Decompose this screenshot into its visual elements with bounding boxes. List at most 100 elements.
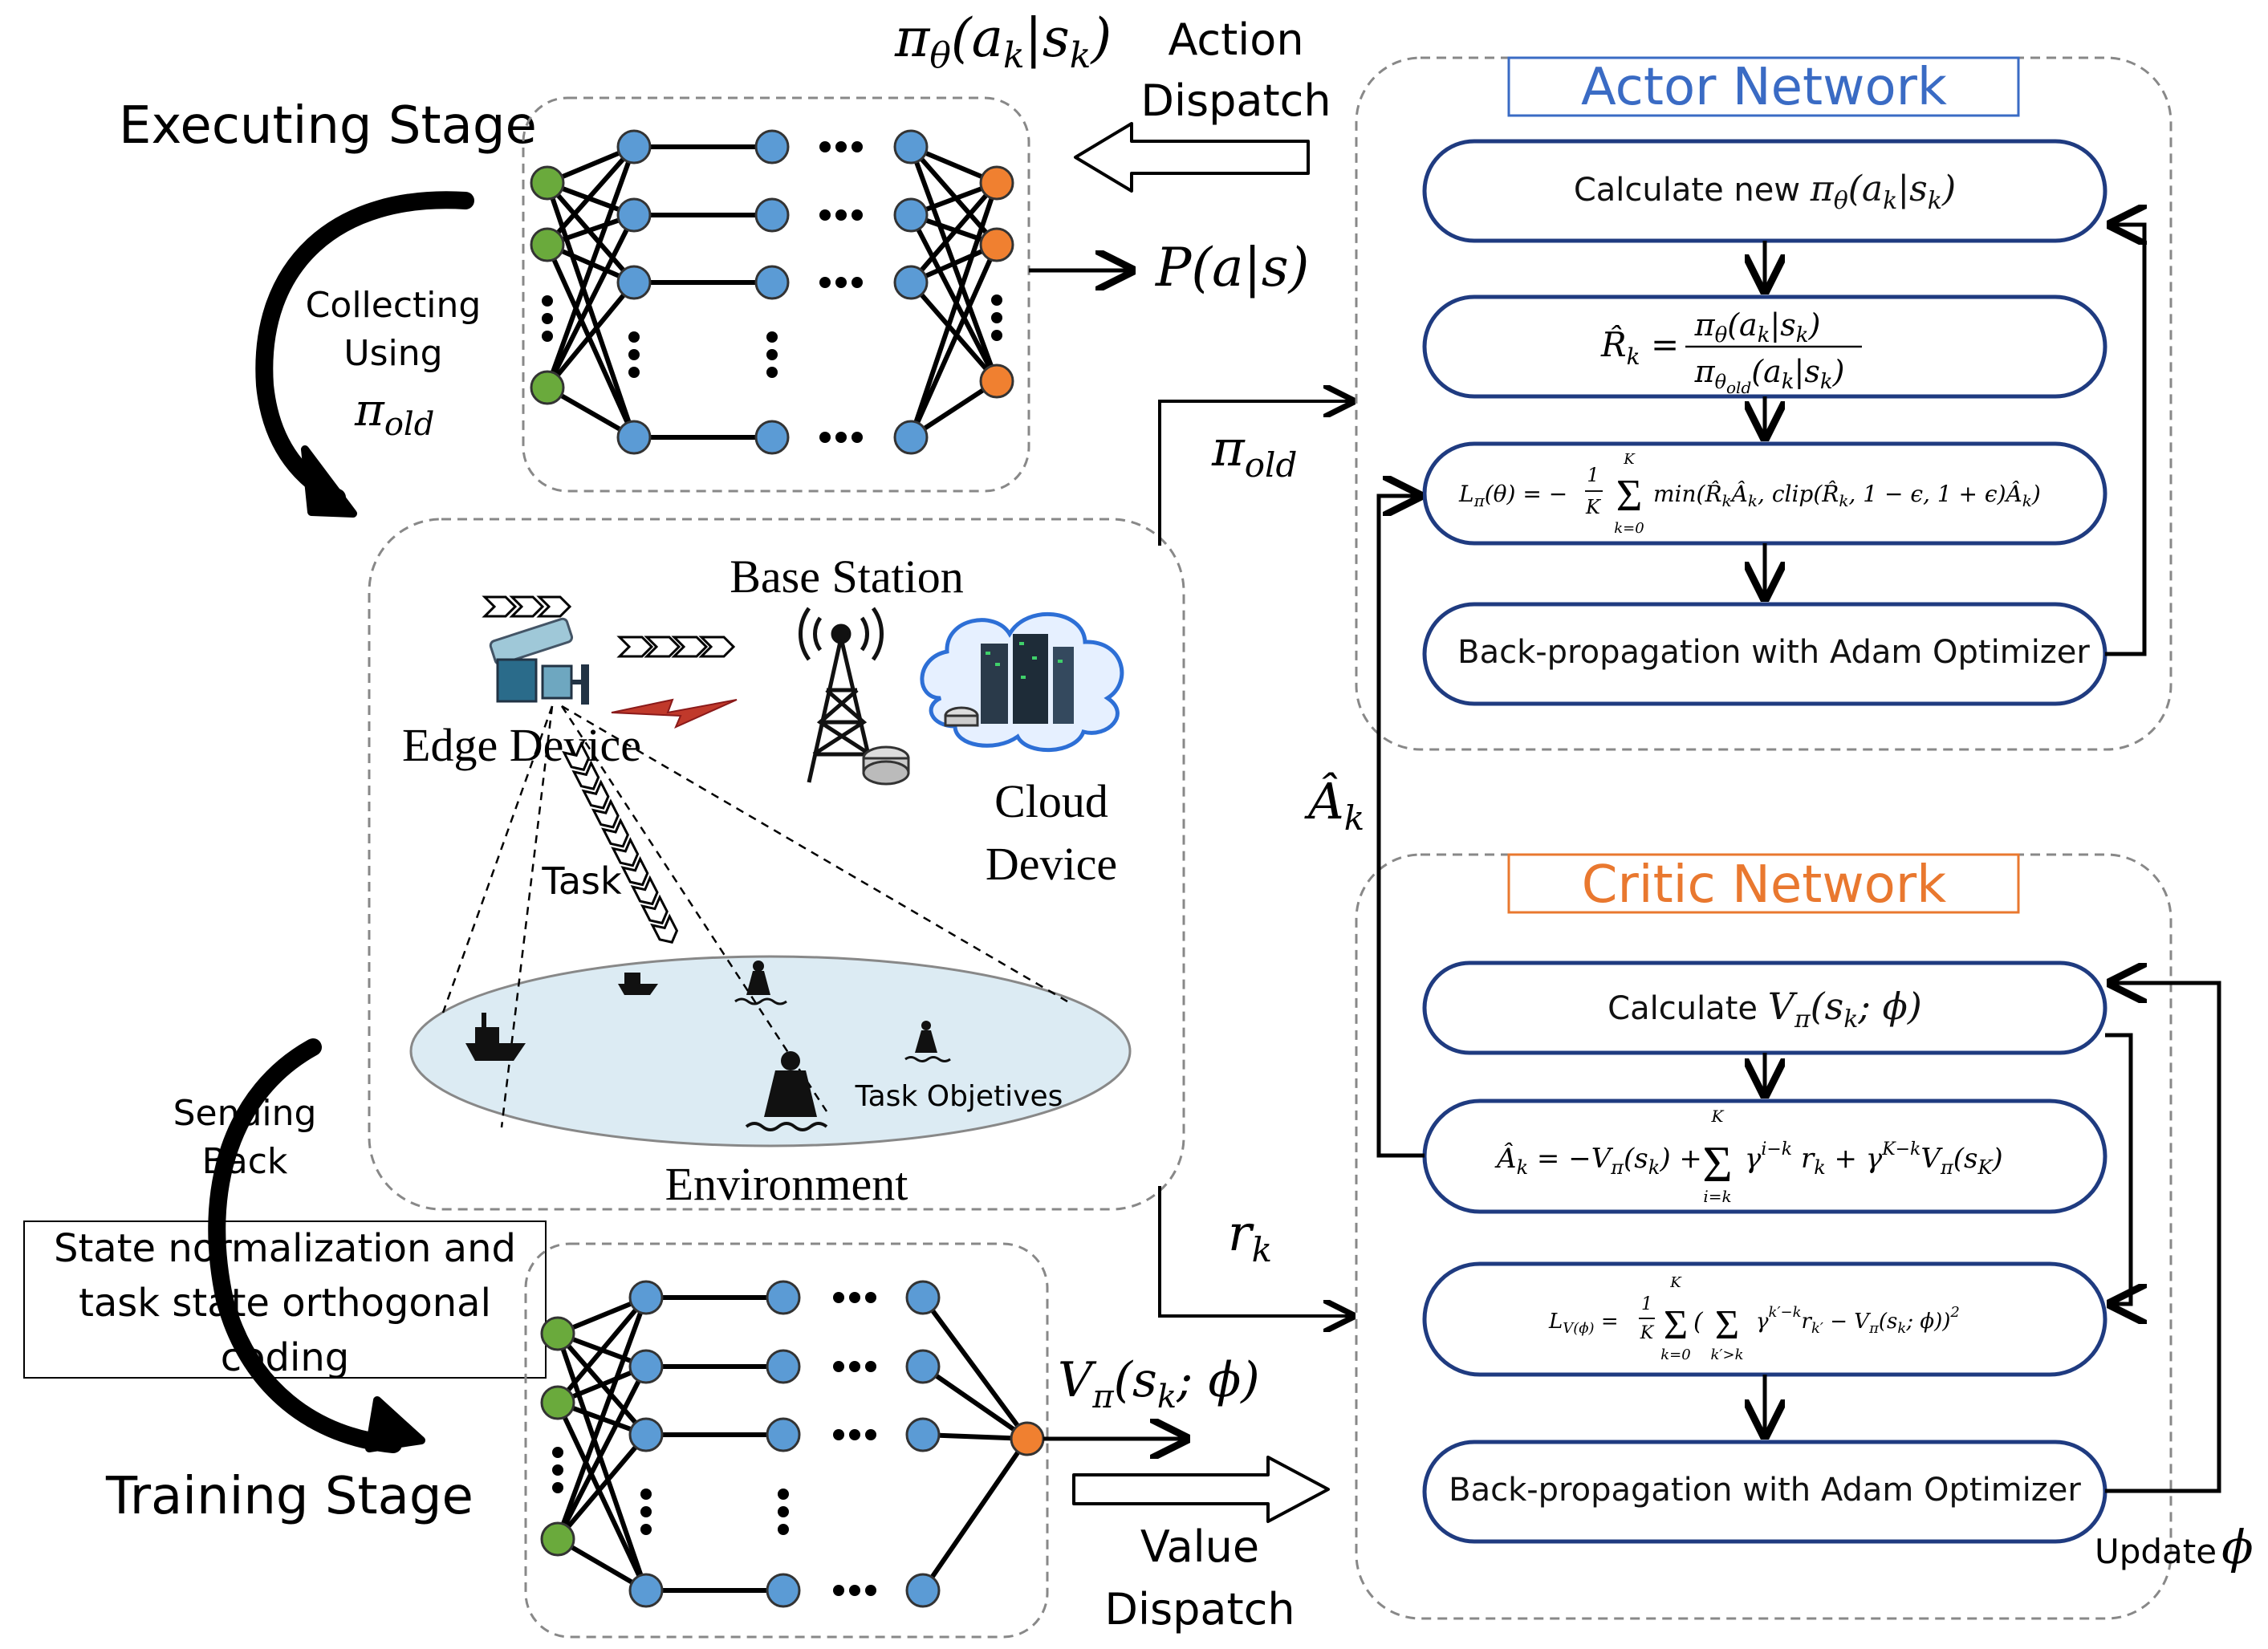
ellipsis-dot	[991, 294, 1002, 306]
pi-old-mid-label: πold	[1211, 419, 1297, 485]
critic-step-calculate: Calculate Vπ(sk; ϕ)	[1422, 961, 2107, 1055]
ellipsis-dot	[552, 1447, 563, 1458]
network-edge	[545, 181, 636, 284]
ellipsis-dot	[819, 432, 831, 443]
critic-step-advantage: Âk = −Vπ(sk) + Σ K i=k γi−k rk + γK−kVπ(…	[1422, 1099, 2107, 1214]
network-edge	[545, 145, 636, 246]
svg-text:K: K	[1711, 1107, 1725, 1126]
ellipsis-dot	[542, 313, 553, 324]
action-label: Action	[1168, 14, 1303, 65]
svg-text:Lπ(θ) = −: Lπ(θ) = −	[1458, 481, 1567, 510]
r-k-connector	[1158, 1186, 1352, 1316]
state-normalization-line3: coding	[221, 1335, 349, 1380]
ellipsis-dot	[628, 367, 640, 378]
r-k-label: rk	[1228, 1204, 1272, 1269]
pi-old-collecting: πold	[354, 384, 434, 443]
svg-text:K: K	[1623, 451, 1636, 468]
ellipsis-dot	[640, 1489, 652, 1500]
hidden-node	[766, 1417, 801, 1452]
network-edge	[921, 1296, 1030, 1440]
network-edge	[921, 1364, 1029, 1441]
ellipsis-dot	[852, 277, 863, 288]
collecting-label: Collecting	[306, 285, 482, 326]
task-objectives-label: Task Objetives	[855, 1080, 1063, 1113]
hidden-node	[766, 1349, 801, 1384]
pi-old-connector	[1158, 401, 1352, 546]
collecting-curve-arrow	[255, 191, 474, 506]
svg-text:k=0: k=0	[1660, 1346, 1690, 1363]
critic-network-title: Critic Network	[1582, 855, 1946, 915]
task-chevron-stream	[562, 741, 679, 944]
ellipsis-dot	[542, 295, 553, 307]
output-node	[979, 227, 1014, 262]
actor-network-title: Actor Network	[1581, 58, 1947, 117]
value-network	[540, 1280, 1045, 1608]
base-station-tower-icon	[799, 607, 884, 783]
state-normalization-line1: State normalization and	[54, 1226, 516, 1271]
boat-icon-large	[465, 1013, 526, 1061]
svg-text:k=0: k=0	[1614, 520, 1644, 537]
svg-text:Σ: Σ	[1702, 1135, 1732, 1192]
actor-step-ratio: R̂k = πθ(ak|sk) πθold(ak|sk)	[1422, 294, 2107, 399]
base-station-label: Base Station	[730, 550, 964, 603]
ellipsis-dot	[778, 1489, 789, 1500]
hidden-node	[905, 1349, 941, 1384]
ellipsis-dot	[865, 1585, 876, 1596]
network-edge	[908, 145, 999, 383]
ellipsis-dot	[852, 209, 863, 221]
hidden-node	[905, 1280, 941, 1315]
network-edge	[545, 145, 636, 389]
buoy-icon-small-1	[734, 961, 787, 1005]
buoy-icon-large	[745, 1051, 828, 1131]
ellipsis-dot	[865, 1429, 876, 1440]
ellipsis-dot	[849, 1585, 860, 1596]
network-edge	[908, 281, 999, 383]
hidden-node	[616, 265, 652, 300]
ellipsis-dot	[833, 1585, 844, 1596]
ellipsis-dot	[819, 277, 831, 288]
hidden-node	[893, 197, 929, 233]
critic-title-box	[1507, 853, 2020, 914]
base-station-server-icon	[862, 745, 910, 786]
svg-text:1: 1	[1641, 1294, 1652, 1314]
svg-text:πθold(ak|sk): πθold(ak|sk)	[1694, 354, 1845, 397]
ellipsis-dot	[835, 432, 847, 443]
device-label: Device	[986, 838, 1117, 890]
input-node	[530, 227, 565, 262]
ellipsis-dot	[778, 1506, 789, 1517]
dispatch-label-bottom: Dispatch	[1104, 1584, 1295, 1635]
v-pi-label: Vπ(sk; ϕ)	[1058, 1352, 1260, 1415]
value-network-frame	[524, 1242, 1049, 1639]
ellipsis-dot	[849, 1292, 860, 1303]
task-chevron	[620, 855, 649, 887]
value-label: Value	[1140, 1521, 1259, 1572]
network-edge	[922, 1432, 1028, 1441]
svg-text:Âk = −Vπ(sk) +: Âk = −Vπ(sk) +	[1494, 1142, 1702, 1179]
ellipsis-dot	[835, 277, 847, 288]
svg-text:1: 1	[1587, 464, 1599, 486]
sending-curve-arrow	[208, 1038, 402, 1453]
task-chevron	[581, 779, 610, 810]
svg-text:K: K	[1640, 1323, 1655, 1343]
hidden-node	[628, 1349, 664, 1384]
svg-text:i=k: i=k	[1703, 1187, 1731, 1206]
sending-label: Sending	[173, 1093, 317, 1134]
hidden-node	[628, 1280, 664, 1315]
network-edge	[555, 1401, 648, 1592]
cloud-device-icon	[920, 611, 1124, 753]
ellipsis-dot	[865, 1292, 876, 1303]
hidden-node	[754, 197, 790, 233]
task-chevron	[571, 760, 600, 790]
hidden-node	[905, 1573, 941, 1608]
ellipsis-dot	[819, 209, 831, 221]
signal-chevrons-large	[616, 636, 736, 658]
ellipsis-dot	[640, 1506, 652, 1517]
hidden-node	[766, 1280, 801, 1315]
edge-device-label: Edge Device	[402, 719, 641, 771]
network-edge	[908, 243, 999, 439]
task-chevron	[630, 875, 659, 906]
svg-text:K: K	[1585, 496, 1602, 518]
policy-top-label: πθ(ak|sk)	[894, 7, 1112, 76]
